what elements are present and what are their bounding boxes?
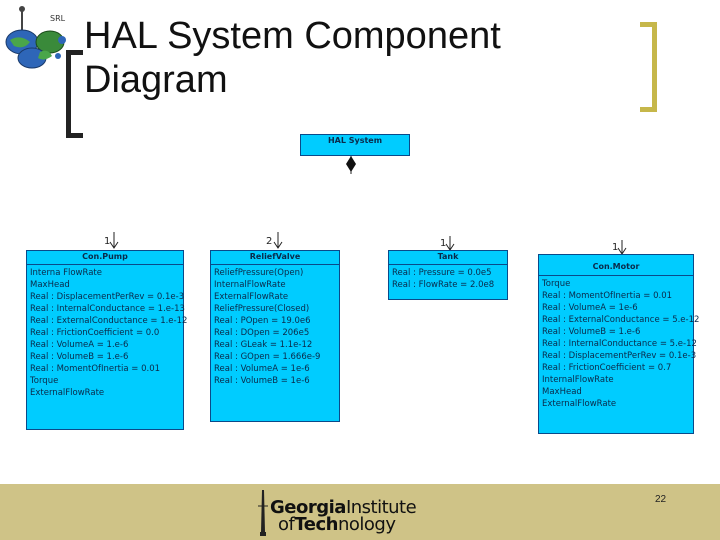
pump-arrow-icon: [109, 241, 119, 249]
attribute: Interna FlowRate: [30, 268, 102, 278]
attribute: Real : FlowRate = 2.0e8: [392, 280, 495, 290]
attribute: Real : DisplacementPerRev = 0.1e-3: [542, 351, 697, 361]
attribute: Torque: [30, 376, 59, 386]
srl-logo: [0, 0, 80, 80]
attribute: InternalFlowRate: [214, 280, 286, 290]
page-number: 22: [655, 494, 667, 505]
attribute: MaxHead: [30, 280, 70, 290]
composition-diamond-icon: [346, 156, 356, 172]
attribute-list: Real : Pressure = 0.0e5 Real : FlowRate …: [389, 265, 507, 291]
slide-title: HAL System Component Diagram: [84, 15, 501, 101]
attribute: Real : MomentOfInertia = 0.01: [542, 291, 673, 301]
attribute: InternalFlowRate: [542, 375, 614, 385]
attribute: Real : InternalConductance = 5.e-12: [542, 339, 697, 349]
class-hal-system: HAL System: [300, 134, 410, 156]
attribute: Real : POpen = 19.0e6: [214, 316, 311, 326]
attribute: Real : FrictionCoefficient = 0.0: [30, 328, 160, 338]
attribute: Real : ExternalConductance = 5.e-12: [542, 315, 700, 325]
class-name: Con.Pump: [27, 251, 183, 265]
attribute: Real : FrictionCoefficient = 0.7: [542, 363, 672, 373]
class-con-motor: Con.Motor Torque Real : MomentOfInertia …: [538, 254, 700, 434]
institution-line-2: ofTechnology: [278, 514, 396, 535]
class-relief-valve: ReliefValve ReliefPressure(Open) Interna…: [210, 250, 340, 422]
class-name: HAL System: [327, 136, 383, 145]
attribute: MaxHead: [542, 387, 582, 397]
valve-arrow-icon: [273, 241, 283, 249]
attribute-list: Torque Real : MomentOfInertia = 0.01 Rea…: [539, 276, 700, 410]
attribute: ExternalFlowRate: [542, 399, 617, 409]
class-name: Con.Motor: [539, 255, 693, 276]
attribute: Real : DisplacementPerRev = 0.1e-3: [30, 292, 185, 302]
attribute: ReliefPressure(Open): [214, 268, 304, 278]
logo-text: SRL: [50, 14, 66, 23]
multiplicity-valve: 2: [266, 236, 273, 247]
attribute: ExternalFlowRate: [214, 292, 289, 302]
component-diagram: HAL System 1 2 1 1 Con.Pump Interna Flow…: [22, 132, 706, 438]
attribute: Real : VolumeB = 1e-6: [214, 376, 310, 386]
globe-network-icon: [5, 6, 66, 69]
class-tank: Tank Real : Pressure = 0.0e5 Real : Flow…: [388, 250, 508, 300]
title-bracket-right: [640, 22, 657, 112]
multiplicity-pump: 1: [104, 236, 111, 247]
multiplicity-tank: 1: [440, 238, 447, 249]
attribute: Real : MomentOfInertia = 0.01: [30, 364, 161, 374]
attribute: Real : DOpen = 206e5: [214, 328, 310, 338]
attribute: ExternalFlowRate: [30, 388, 105, 398]
title-bracket-left: [66, 50, 83, 138]
attribute: Torque: [542, 279, 571, 289]
attribute: Real : VolumeB = 1.e-6: [30, 352, 129, 362]
attribute: Real : GLeak = 1.1e-12: [214, 340, 313, 350]
multiplicity-motor: 1: [612, 242, 619, 253]
class-con-pump: Con.Pump Interna FlowRate MaxHead Real :…: [26, 250, 188, 430]
attribute: Real : VolumeA = 1e-6: [214, 364, 310, 374]
georgia-tech-tower-icon: [258, 490, 268, 536]
connector-lines: [109, 156, 627, 255]
attribute: Real : InternalConductance = 1.e-13: [30, 304, 185, 314]
attribute: Real : Pressure = 0.0e5: [392, 268, 492, 278]
attribute: Real : GOpen = 1.666e-9: [214, 352, 321, 362]
class-name: Tank: [389, 251, 507, 265]
class-name: ReliefValve: [211, 251, 339, 265]
attribute-list: Interna FlowRate MaxHead Real : Displace…: [27, 265, 188, 399]
attribute-list: ReliefPressure(Open) InternalFlowRate Ex…: [211, 265, 339, 387]
attribute: Real : VolumeB = 1.e-6: [542, 327, 641, 337]
attribute: Real : VolumeA = 1.e-6: [30, 340, 129, 350]
institution-line-1: GeorgiaInstitute: [270, 497, 417, 518]
footer-bar: [0, 484, 720, 540]
attribute: Real : ExternalConductance = 1.e-12: [30, 316, 188, 326]
attribute: ReliefPressure(Closed): [214, 304, 310, 314]
attribute: Real : VolumeA = 1e-6: [542, 303, 638, 313]
